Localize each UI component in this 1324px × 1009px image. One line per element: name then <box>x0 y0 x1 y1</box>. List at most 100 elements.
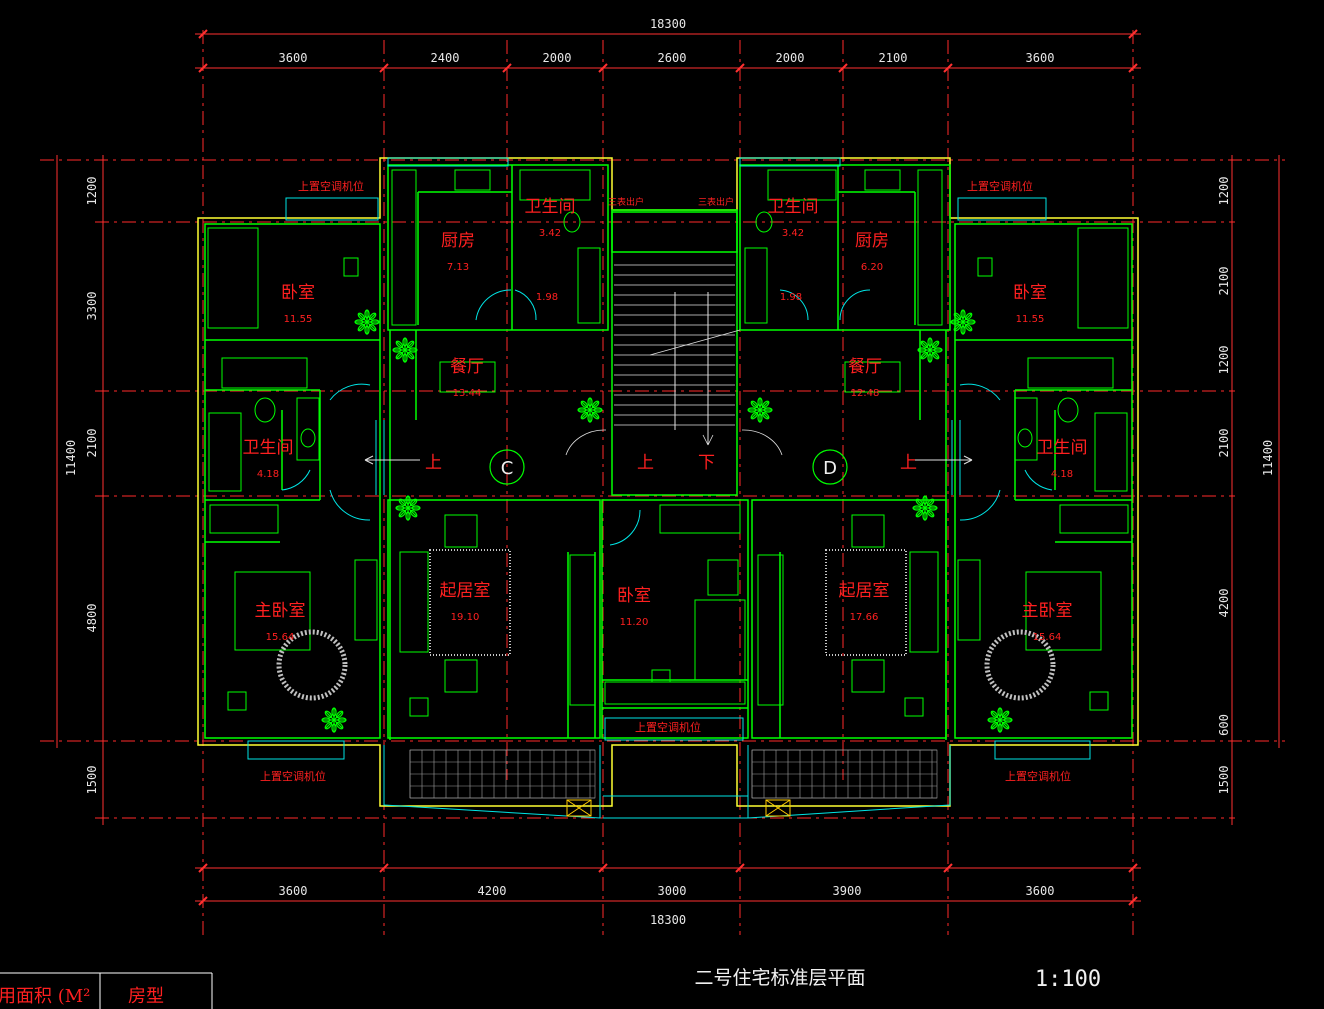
room-area: 12.48 <box>851 388 880 399</box>
room-name: 餐厅 <box>848 357 882 377</box>
axis-grid <box>40 30 1285 935</box>
right-dimension-segment: 600 <box>1217 714 1231 736</box>
room-name: 卧室 <box>281 283 315 303</box>
top-dimension-segment: 3600 <box>279 51 308 65</box>
room-name: 主卧室 <box>1022 601 1073 621</box>
room-name: 厨房 <box>441 231 475 251</box>
room-area: 17.66 <box>850 612 879 623</box>
top-dimension-segment: 2000 <box>776 51 805 65</box>
bottom-dimension-segment: 3600 <box>1026 884 1055 898</box>
unit-d-marker: D <box>823 458 837 479</box>
room-area: 11.20 <box>620 617 649 628</box>
room-name: 卧室 <box>1013 283 1047 303</box>
ac-unit-label-se: 上置空调机位 <box>1005 769 1071 783</box>
room-name: 起居室 <box>839 581 890 601</box>
top-dimension-segment: 3600 <box>1026 51 1055 65</box>
unit-markers <box>489 449 848 485</box>
dimension-lines <box>56 33 1280 902</box>
plant-icon <box>912 495 938 521</box>
shaft-label-right: 三表出户 <box>698 196 734 208</box>
drawing-title: 二号住宅标准层平面 <box>694 967 865 989</box>
ac-unit-label-middle: 上置空调机位 <box>635 720 701 734</box>
room-area: 13.44 <box>453 388 482 399</box>
top-total-dimension: 18300 <box>650 17 686 31</box>
right-dimension-segment: 4200 <box>1217 589 1231 618</box>
unit-c-marker: C <box>501 458 514 479</box>
plant-icon <box>917 337 943 363</box>
plant-icon <box>577 397 603 423</box>
table-type-header: 房型 <box>128 986 164 1007</box>
room-area: 4.18 <box>257 469 279 480</box>
room-area: 1.98 <box>780 292 802 303</box>
left-dimension-segment: 4800 <box>85 604 99 633</box>
stair-up-label-left: 上 <box>425 453 442 473</box>
bottom-total-dimension: 18300 <box>650 913 686 927</box>
right-dimension-segment: 1200 <box>1217 346 1231 375</box>
bottom-dimension-segment: 3900 <box>833 884 862 898</box>
top-dimension-segment: 2000 <box>543 51 572 65</box>
stair-up-label-mid: 上 <box>637 453 654 473</box>
bottom-dimension-segment: 4200 <box>478 884 507 898</box>
room-name: 厨房 <box>855 231 889 251</box>
room-area: 15.64 <box>266 632 295 643</box>
right-dimension-segments: 1200 2100 1200 2100 4200 600 1500 <box>1217 177 1231 795</box>
room-name: 卫生间 <box>243 438 294 458</box>
top-dimension-segment: 2400 <box>431 51 460 65</box>
room-area: 3.42 <box>539 228 561 239</box>
ac-unit-label-ne: 上置空调机位 <box>967 179 1033 193</box>
balcony-hatch <box>409 749 938 799</box>
plant-icon <box>747 397 773 423</box>
left-total-dimension: 11400 <box>64 440 78 476</box>
right-dimension-segment: 2100 <box>1217 429 1231 458</box>
right-dimension-segment: 1200 <box>1217 177 1231 206</box>
stair-down-label: 下 <box>698 453 715 473</box>
bottom-dimension-segment: 3000 <box>658 884 687 898</box>
plant-icon <box>950 309 976 335</box>
room-name: 卧室 <box>617 586 651 606</box>
ac-unit-label-sw: 上置空调机位 <box>260 769 326 783</box>
room-area: 15.64 <box>1033 632 1062 643</box>
room-name: 卫生间 <box>525 197 576 217</box>
top-dimension-segment: 2100 <box>879 51 908 65</box>
drawing-scale: 1:100 <box>1035 967 1101 992</box>
room-area: 11.55 <box>284 314 313 325</box>
plant-icon <box>395 495 421 521</box>
walls <box>204 164 1133 740</box>
left-dimension-segment: 1200 <box>85 177 99 206</box>
plant-icon <box>987 707 1013 733</box>
plant-icon <box>392 337 418 363</box>
shaft-label-left: 三表出户 <box>608 196 644 208</box>
room-name: 卫生间 <box>768 197 819 217</box>
plant-icon <box>321 707 347 733</box>
stair <box>565 264 783 456</box>
room-area: 1.98 <box>536 292 558 303</box>
doors <box>281 289 1053 546</box>
bottom-dimension-segment: 3600 <box>279 884 308 898</box>
plant-icon <box>354 309 380 335</box>
room-name: 起居室 <box>440 581 491 601</box>
building-outline <box>197 157 1139 807</box>
rugs <box>429 549 907 656</box>
left-dimension-segment: 2100 <box>85 429 99 458</box>
stair-arrows <box>364 455 973 465</box>
right-dimension-segment: 2100 <box>1217 267 1231 296</box>
plants <box>321 309 1013 733</box>
bottom-dimension-segments: 3600 4200 3000 3900 3600 <box>279 884 1055 898</box>
room-name: 卫生间 <box>1037 438 1088 458</box>
room-area: 3.42 <box>782 228 804 239</box>
room-name: 主卧室 <box>255 601 306 621</box>
furniture <box>207 169 1129 717</box>
room-area: 4.18 <box>1051 469 1073 480</box>
balcony-vents <box>566 799 791 817</box>
right-total-dimension: 11400 <box>1261 440 1275 476</box>
dimension-ticks <box>198 29 1138 906</box>
room-area: 11.55 <box>1016 314 1045 325</box>
room-name: 餐厅 <box>450 357 484 377</box>
room-labels: 卧室11.55厨房7.13卫生间3.421.98餐厅13.44卫生间4.18主卧… <box>243 197 1088 643</box>
table-area-header: 用面积 (M² <box>0 986 90 1007</box>
right-dimension-segment: 1500 <box>1217 766 1231 795</box>
room-area: 6.20 <box>861 262 883 273</box>
